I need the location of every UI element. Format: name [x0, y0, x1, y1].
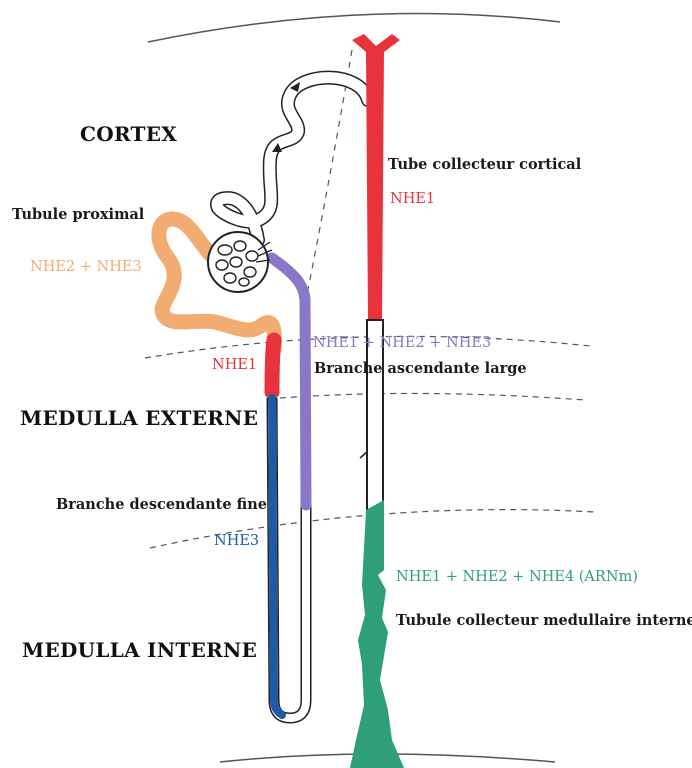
isoform-tubule-proximal: NHE2 + NHE3: [30, 260, 142, 275]
isoform-pars-recta: NHE1: [212, 358, 257, 373]
label-branche-ascendante-large: Branche ascendante large: [314, 362, 527, 377]
isoform-collecteur-cortical: NHE1: [390, 192, 435, 207]
isoform-branche-descendante-fine: NHE3: [214, 534, 259, 549]
distal-tubule: [217, 78, 368, 240]
zone-label-cortex: CORTEX: [80, 124, 177, 144]
zone-label-medulla-externe: MEDULLA EXTERNE: [20, 408, 258, 428]
isoform-branche-ascendante-large: NHE1 + NHE2 + NHE3: [313, 336, 491, 351]
duct-branch-mark: [360, 452, 367, 458]
cortical-collecting-duct: [352, 34, 400, 320]
outer-inner-boundary-upper: [280, 393, 585, 400]
kidney-capsule-top: [148, 14, 560, 42]
inner-medullary-collecting-duct: [350, 500, 404, 768]
label-tubule-proximal: Tubule proximal: [12, 208, 144, 223]
zone-label-medulla-interne: MEDULLA INTERNE: [22, 640, 257, 660]
pars-recta-segment: [272, 340, 274, 392]
isoform-collecteur-medullaire: NHE1 + NHE2 + NHE4 (ARNm): [396, 570, 638, 585]
label-tubule-collecteur-medullaire-interne: Tubule collecteur medullaire interne: [396, 614, 692, 629]
label-branche-descendante-fine: Branche descendante fine: [56, 498, 267, 513]
label-tube-collecteur-cortical: Tube collecteur cortical: [388, 158, 581, 173]
